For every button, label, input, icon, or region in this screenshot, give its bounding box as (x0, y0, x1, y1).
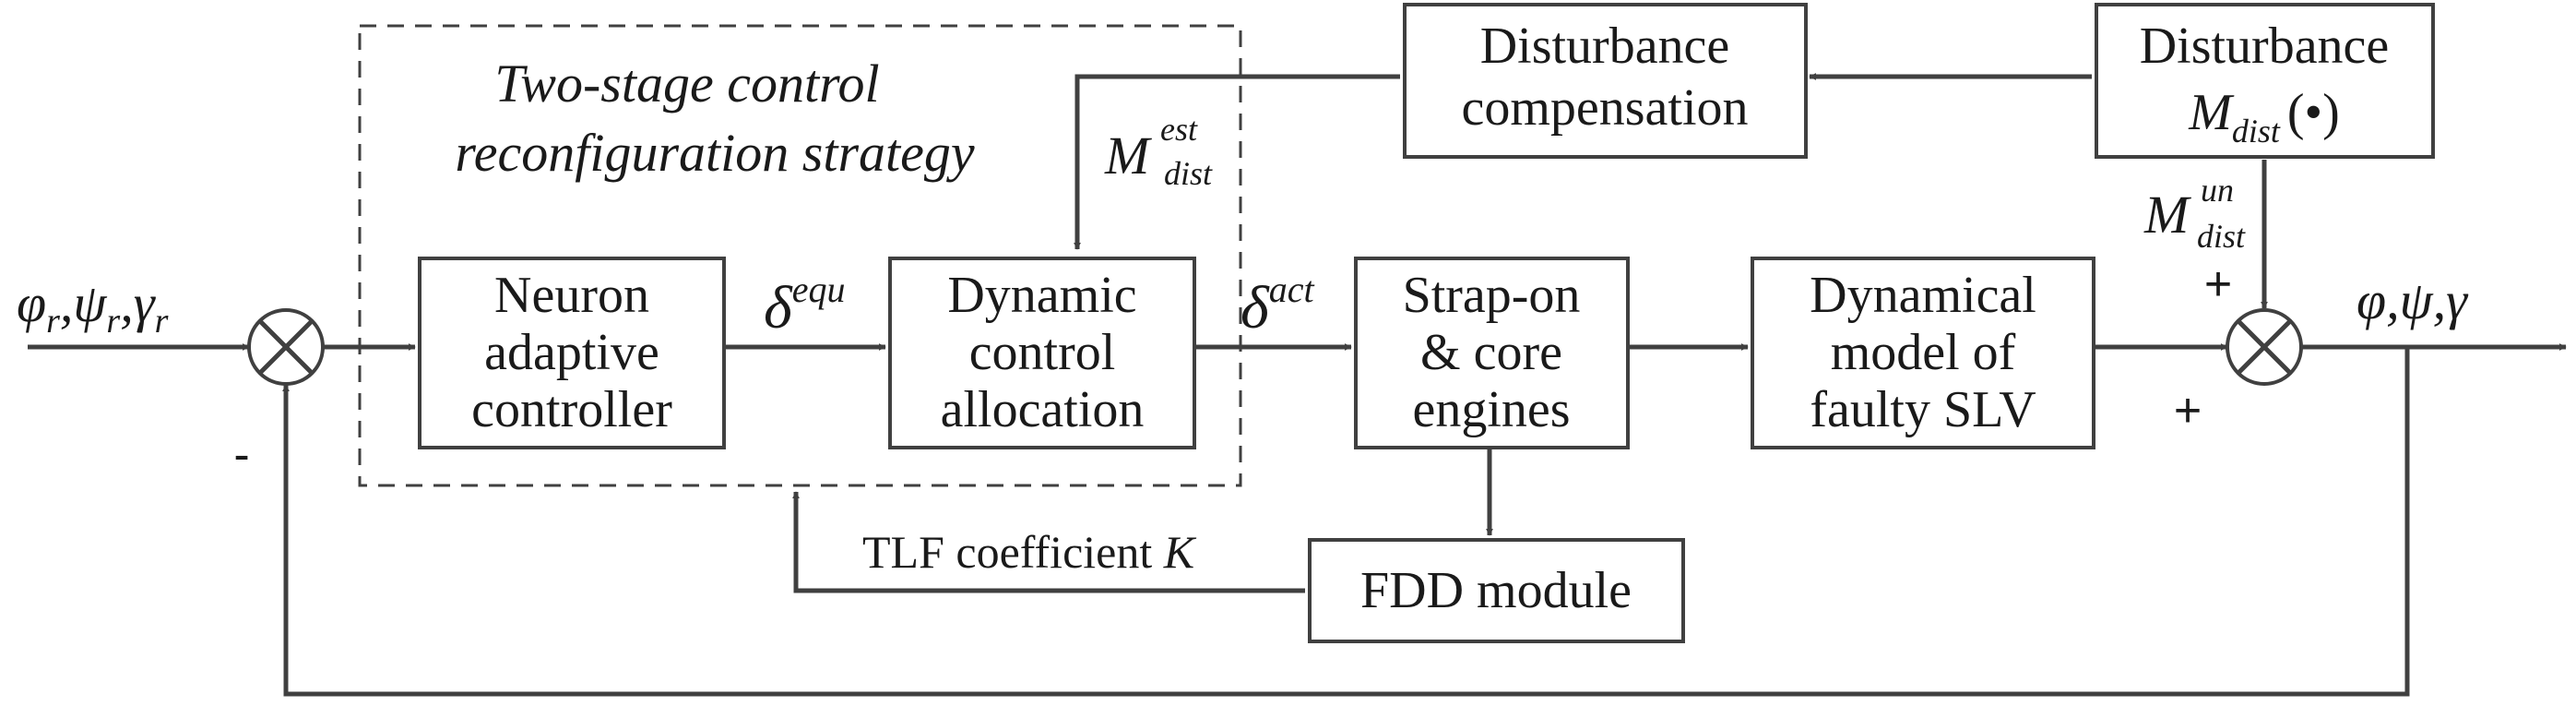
disturbance-plus-sign: + (2204, 257, 2232, 311)
summing-junction-output (2226, 308, 2303, 386)
disturbance-symbol: Mdist(•) (2188, 84, 2340, 150)
model-line1: Dynamical (1810, 267, 2036, 324)
alloc-line2: control (969, 324, 1116, 381)
svg-text:est: est (1160, 111, 1198, 148)
output-signal-label: φ,ψ,γ (2356, 270, 2469, 330)
connections (28, 73, 2567, 697)
engines-line1: Strap-on (1403, 267, 1581, 324)
dynamic-control-allocation-block: Dynamic control allocation (888, 257, 1196, 449)
fdd-module-block: FDD module (1308, 538, 1685, 643)
neuron-line2: adaptive (484, 324, 659, 381)
alloc-line1: Dynamic (947, 267, 1136, 324)
m-est-label: M est dist (1104, 111, 1213, 192)
neuron-adaptive-controller-block: Neuron adaptive controller (418, 257, 726, 449)
engines-line2: & core (1420, 324, 1562, 381)
feedback-loop (282, 347, 2410, 697)
dynamical-model-block: Dynamical model of faulty SLV (1751, 257, 2095, 449)
comp-line2: compensation (1461, 79, 1748, 137)
disturbance-block: Disturbance Mdist(•) (2095, 3, 2435, 159)
svg-text:dist: dist (1164, 155, 1213, 192)
m-un-label: M un dist (2143, 172, 2246, 255)
disturbance-line1: Disturbance (2140, 18, 2390, 75)
disturbance-compensation-block: Disturbance compensation (1403, 3, 1808, 159)
delta-act-label: δact (1241, 269, 1314, 341)
model-line2: model of (1831, 324, 2016, 381)
input-signal-label: φr,ψr,γr (17, 273, 169, 341)
strategy-title-line1: Two-stage control (494, 54, 879, 114)
alloc-line3: allocation (941, 381, 1145, 438)
neuron-line1: Neuron (494, 267, 649, 324)
strategy-boundary (358, 24, 1242, 487)
summing-junction-input (247, 308, 325, 386)
svg-text:M: M (2143, 185, 2191, 245)
engines-line3: engines (1412, 381, 1570, 438)
neuron-line3: controller (471, 381, 672, 438)
arrow-fdd-to-strategy (792, 491, 1305, 593)
model-line3: faulty SLV (1810, 381, 2036, 438)
svg-text:M: M (1104, 126, 1152, 185)
delta-equ-label: δequ (764, 269, 845, 341)
engines-block: Strap-on & core engines (1354, 257, 1630, 449)
svg-text:un: un (2201, 172, 2234, 209)
feedback-minus-sign: - (233, 428, 249, 482)
tlf-coefficient-label: TLF coefficient K (862, 526, 1197, 578)
model-plus-sign: + (2174, 384, 2202, 437)
arrow-comp-to-alloc (1074, 74, 1400, 250)
comp-line1: Disturbance (1480, 18, 1730, 75)
strategy-title-line2: reconfiguration strategy (455, 123, 975, 183)
svg-text:dist: dist (2197, 218, 2246, 255)
fdd-label: FDD module (1360, 562, 1632, 619)
